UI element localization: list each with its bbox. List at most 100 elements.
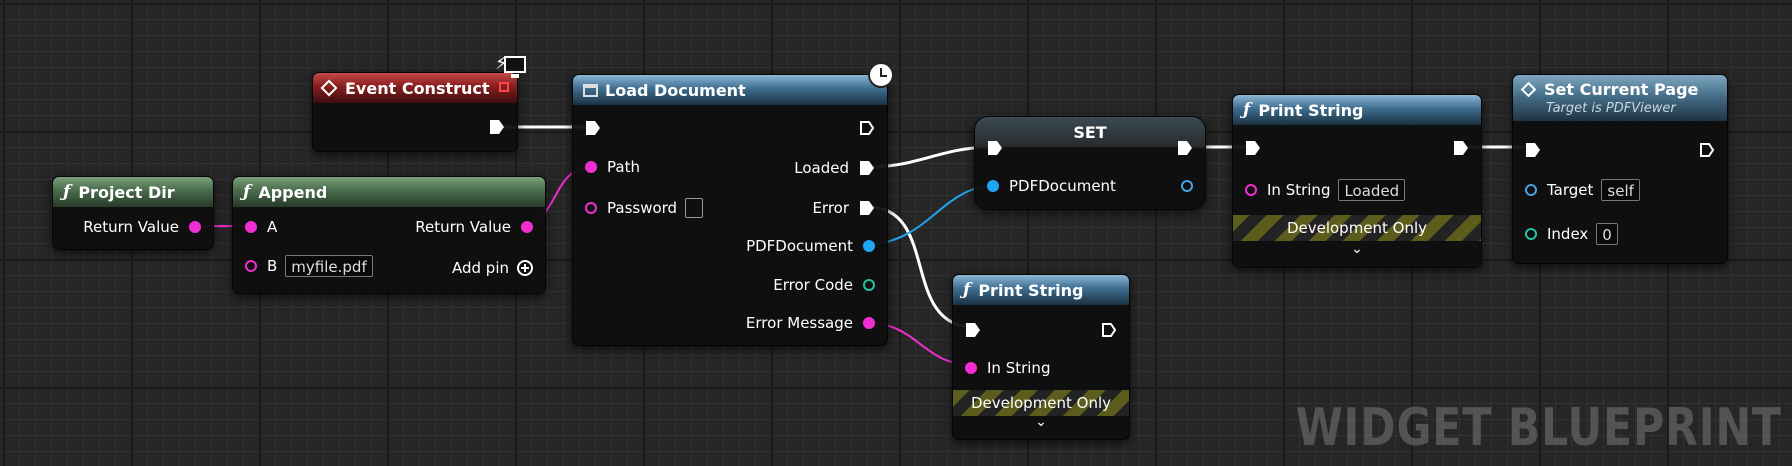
function-diamond-icon [1520, 81, 1537, 98]
pin-exec-out[interactable] [1453, 137, 1469, 159]
target-value-field[interactable]: self [1601, 179, 1640, 201]
node-set[interactable]: SET PDFDocument [974, 116, 1206, 210]
exec-pin-icon[interactable] [1177, 140, 1193, 156]
exec-pin-icon[interactable] [1699, 142, 1715, 158]
chevron-down-icon[interactable]: ⌄ [1351, 241, 1363, 257]
string-pin-icon[interactable] [189, 221, 201, 233]
pin-error-code[interactable]: Error Code [773, 274, 875, 296]
exec-pin-icon[interactable] [1245, 140, 1261, 156]
pin-pdfdocument[interactable]: PDFDocument [746, 235, 875, 257]
node-event-construct[interactable]: Event Construct [312, 72, 518, 152]
node-header: Event Construct [313, 73, 517, 103]
pin-exec-in[interactable] [585, 117, 601, 139]
node-append[interactable]: ƒ Append A B myfile.pdf Return Value Add… [232, 176, 546, 294]
pin-exec-out[interactable] [1101, 319, 1117, 341]
add-pin-label: Add pin [451, 259, 509, 277]
exec-pin-icon[interactable] [489, 119, 505, 135]
chevron-down-icon[interactable]: ⌄ [1035, 414, 1047, 430]
pin-exec-in[interactable] [1245, 137, 1261, 159]
pin-label: Error Code [773, 276, 853, 294]
string-pin-icon[interactable] [585, 161, 597, 173]
pin-label: In String [987, 359, 1051, 377]
pin-return-value[interactable]: Return Value [415, 216, 533, 238]
node-title: Print String [1258, 100, 1364, 120]
pin-exec-out[interactable] [859, 117, 875, 139]
string-pin-icon[interactable] [521, 221, 533, 233]
pin-exec-in[interactable] [1525, 139, 1541, 161]
object-pin-icon[interactable] [1181, 180, 1193, 192]
string-pin-icon[interactable] [245, 260, 257, 272]
string-pin-icon[interactable] [965, 362, 977, 374]
node-title-row: Set Current Page [1520, 80, 1698, 99]
pin-return-value[interactable]: Return Value [83, 216, 201, 238]
node-load-document[interactable]: Load Document Path Password Loaded Error… [572, 74, 888, 346]
pin-error-message[interactable]: Error Message [746, 312, 875, 334]
pin-label: Target [1547, 181, 1594, 199]
pin-index[interactable]: Index 0 [1525, 223, 1618, 245]
pin-label: Error Message [745, 314, 853, 332]
exec-pin-icon[interactable] [1101, 322, 1117, 338]
string-pin-icon[interactable] [585, 202, 597, 214]
exec-pin-icon[interactable] [1453, 140, 1469, 156]
node-title: Load Document [605, 80, 746, 100]
object-pin-icon[interactable] [863, 240, 875, 252]
pin-path[interactable]: Path [585, 156, 640, 178]
pin-b-value-field[interactable]: myfile.pdf [285, 255, 373, 277]
pin-pdfdocument-in[interactable]: PDFDocument [987, 175, 1116, 197]
string-pin-icon[interactable] [245, 221, 257, 233]
pin-label: Return Value [415, 218, 511, 236]
latent-clock-icon [868, 62, 894, 88]
add-pin-button[interactable]: Add pin [452, 257, 533, 279]
delegate-pin-icon[interactable] [499, 82, 509, 92]
pin-exec-out[interactable] [1699, 139, 1715, 161]
pin-b[interactable]: B myfile.pdf [245, 255, 373, 277]
monitor-icon [504, 56, 526, 73]
pin-label: In String [1267, 181, 1331, 199]
exec-pin-icon[interactable] [585, 120, 601, 136]
plus-circle-icon [517, 260, 533, 276]
pin-exec-out[interactable] [489, 116, 505, 138]
exec-pin-icon[interactable] [1525, 142, 1541, 158]
node-title: Append [258, 182, 328, 202]
int-pin-icon[interactable] [1525, 228, 1537, 240]
string-pin-icon[interactable] [1245, 184, 1257, 196]
pin-label: Return Value [83, 218, 179, 236]
exec-pin-icon[interactable] [965, 322, 981, 338]
node-header: ƒ Append [233, 177, 545, 207]
password-value-field[interactable] [685, 198, 704, 218]
pin-exec-in[interactable] [965, 319, 981, 341]
string-pin-icon[interactable] [863, 317, 875, 329]
pin-in-string[interactable]: In String [965, 357, 1050, 379]
index-value-field[interactable]: 0 [1596, 223, 1618, 245]
event-icon [320, 79, 338, 97]
node-set-current-page[interactable]: Set Current Page Target is PDFViewer Tar… [1512, 74, 1728, 264]
node-title: Event Construct [345, 78, 490, 98]
pin-exec-in[interactable] [987, 137, 1003, 159]
int-pin-icon[interactable] [863, 279, 875, 291]
in-string-value-field[interactable]: Loaded [1338, 179, 1406, 201]
pin-pdfdocument-out[interactable] [1181, 175, 1193, 197]
node-header: ƒ Print String [953, 275, 1129, 305]
pin-exec-out[interactable] [1177, 137, 1193, 159]
node-subtitle: Target is PDFViewer [1546, 101, 1676, 116]
pin-error[interactable]: Error [812, 197, 875, 219]
pin-in-string[interactable]: In String Loaded [1245, 179, 1406, 201]
pin-loaded[interactable]: Loaded [794, 157, 875, 179]
development-only-label: Development Only [1286, 219, 1428, 237]
pin-a[interactable]: A [245, 216, 277, 238]
exec-pin-icon[interactable] [859, 160, 875, 176]
node-print-string-2[interactable]: ƒ Print String In String Development Onl… [952, 274, 1130, 440]
node-print-string-1[interactable]: ƒ Print String In String Loaded Developm… [1232, 94, 1482, 268]
object-pin-icon[interactable] [1525, 184, 1537, 196]
node-title: Project Dir [78, 182, 175, 202]
pin-label: Error [812, 199, 849, 217]
exec-pin-icon[interactable] [859, 200, 875, 216]
node-project-dir[interactable]: ƒ Project Dir Return Value [52, 176, 214, 250]
exec-pin-icon[interactable] [987, 140, 1003, 156]
pin-label: PDFDocument [1009, 177, 1116, 195]
object-pin-icon[interactable] [987, 180, 999, 192]
pin-target[interactable]: Target self [1525, 179, 1640, 201]
pin-password[interactable]: Password [585, 197, 704, 219]
exec-pin-icon[interactable] [859, 120, 875, 136]
